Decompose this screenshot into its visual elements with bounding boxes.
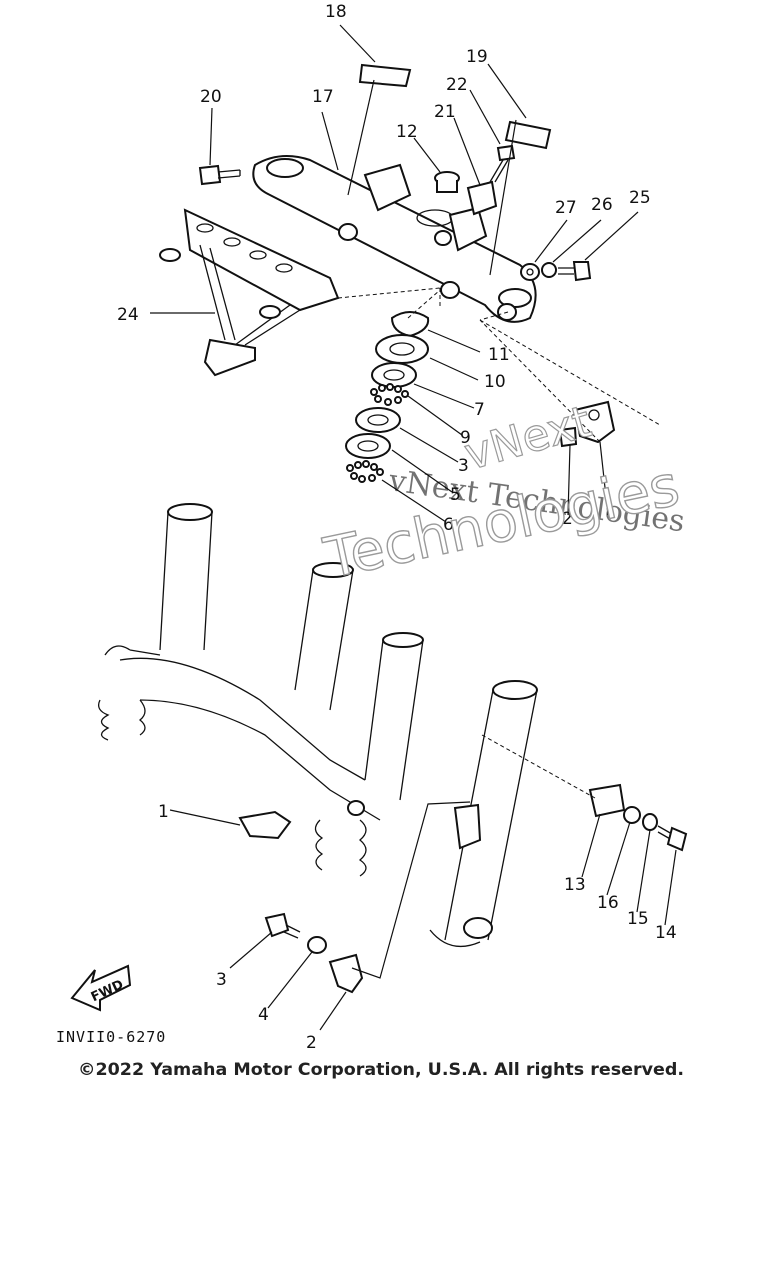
fork-leg [429,680,538,948]
callout-12: 12 [396,122,418,142]
fork-frame [97,503,424,877]
copyright-notice: ©2022 Yamaha Motor Corporation, U.S.A. A… [78,1060,684,1080]
callout-13: 13 [564,875,586,895]
washer-16 [623,806,641,824]
washer-4 [307,936,327,954]
callout-16: 16 [597,893,619,913]
race-3 [355,407,401,433]
bracket-24 [159,208,340,377]
ball-6 [346,460,384,483]
watermark-line2: Technologies [318,453,684,592]
callout-19: 19 [466,47,488,67]
callout-21: 21 [434,102,456,122]
callout-9: 9 [460,428,471,448]
steering-bearing-stack [345,311,430,483]
pad-18 [358,63,412,88]
callout-25: 25 [629,188,651,208]
leader-lines [150,24,677,1031]
callout-7: 7 [474,400,485,420]
callout-4: 4 [258,1005,269,1025]
bolt-3-lower [264,912,301,939]
callout-1: 1 [158,802,169,822]
callout-11: 11 [488,345,510,365]
washer-15 [642,813,658,831]
callout-10: 10 [484,372,506,392]
nut-27 [520,263,540,281]
clamp-2-lower [328,953,364,994]
callout-24: 24 [117,305,139,325]
callout-3-lower: 3 [216,970,227,990]
fwd-arrow-icon: FWD [70,964,132,1012]
callout-3: 3 [458,456,469,476]
bolt-25 [558,261,592,282]
callout-6: 6 [443,515,454,535]
clamp-2-upper [558,400,616,448]
cover-10 [375,334,429,364]
washer-26 [541,262,557,278]
callout-20: 20 [200,87,222,107]
clamp-21 [466,180,498,216]
callout-18: 18 [325,2,347,22]
clamp-13 [588,783,626,818]
bolt-12 [434,171,460,193]
race-7 [371,362,417,388]
callout-2-upper: 2 [562,509,573,529]
handle-crown-17 [252,155,537,323]
callout-22: 22 [446,75,468,95]
callout-5: 5 [450,485,461,505]
callout-2-lower: 2 [306,1033,317,1053]
clamp-1 [238,800,365,840]
race-5 [345,433,391,459]
callout-15: 15 [627,909,649,929]
callout-numbers: 18 19 22 21 20 17 12 27 26 25 24 11 10 7… [117,2,677,1053]
bolt-14 [657,825,688,852]
ring-nut-11 [390,311,430,338]
callout-26: 26 [591,195,613,215]
drawing-code: INVII0-6270 [56,1028,166,1046]
ball-9 [370,383,409,406]
bolt-20 [198,164,241,186]
callout-17: 17 [312,87,334,107]
callout-14: 14 [655,923,677,943]
callout-27: 27 [555,198,577,218]
pad-19 [504,120,552,150]
